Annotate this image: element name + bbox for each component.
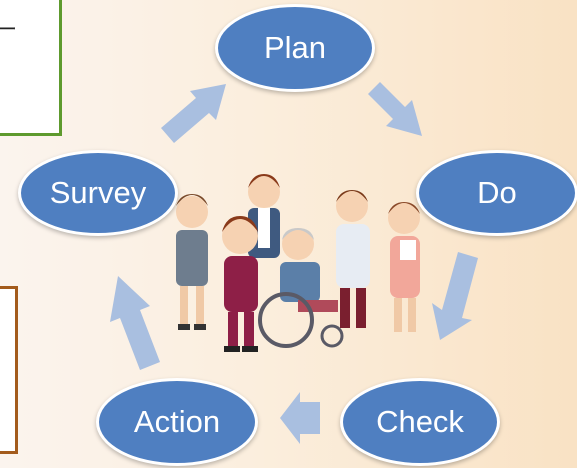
survey-node: Survey [18,150,178,236]
nurse-figure-right [388,202,420,332]
arrow-do-to-check [432,252,478,340]
partial-bordered-box [0,286,18,454]
action-label: Action [133,404,221,439]
check-node: Check [340,378,500,466]
arrow-survey-to-plan [161,84,226,143]
caregiver-figure [222,216,258,352]
staff-figure-center [248,174,280,258]
arrow-plan-to-do [368,82,422,136]
arrow-action-to-survey [110,276,160,370]
plan-label: Plan [263,30,327,65]
plan-node: Plan [215,4,375,92]
patient-wheelchair-figure [258,228,344,348]
partial-box-text: ー [0,19,17,41]
partial-text-box: ー [0,0,62,136]
staff-figure-left [176,194,208,330]
check-label: Check [376,404,464,439]
do-node: Do [416,150,577,236]
do-label: Do [477,175,517,210]
care-team-illustration [176,174,420,352]
arrow-check-to-action [280,392,320,444]
doctor-figure [336,190,370,328]
action-node: Action [96,378,258,466]
survey-label: Survey [49,175,147,210]
